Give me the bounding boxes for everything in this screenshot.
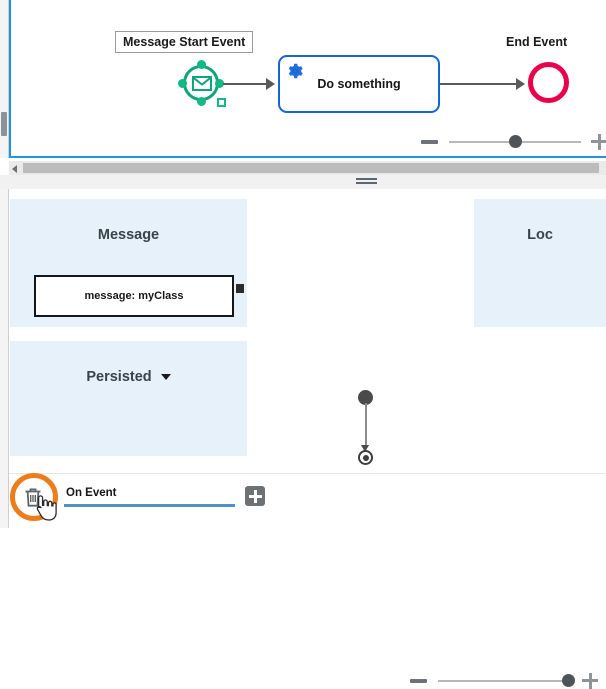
message-item-label: message: myClass (84, 290, 184, 302)
message-start-event-label: Message Start Event (115, 31, 254, 53)
on-event-field-underline[interactable] (64, 504, 235, 507)
on-event-field-label: On Event (66, 487, 117, 499)
bottom-toolbar: On Event (9, 473, 606, 529)
message-item-box[interactable]: message: myClass (34, 275, 234, 317)
zoom-slider-thumb[interactable] (509, 135, 522, 148)
hand-cursor-icon (36, 495, 57, 521)
selection-handle-left[interactable] (178, 78, 187, 88)
sequence-flow-arrowhead-2 (516, 78, 525, 90)
selection-handle-bottom[interactable] (196, 97, 206, 106)
scroll-left-arrow-icon[interactable] (12, 165, 17, 173)
sequence-flow-arrowhead-1 (266, 78, 275, 90)
envelope-icon (192, 76, 212, 91)
message-start-event-shape[interactable] (178, 60, 226, 107)
persisted-panel-title: Persisted (86, 369, 152, 385)
location-panel-title: Loc (527, 227, 553, 243)
delete-button-highlight-annotation (10, 473, 58, 521)
lower-vertical-scrollbar[interactable] (0, 189, 9, 528)
lower-zoom-control[interactable] (410, 673, 598, 689)
canvas-vertical-scrollbar[interactable] (0, 0, 9, 158)
canvas-vertical-scrollbar-thumb[interactable] (1, 112, 7, 136)
message-panel-title: Message (97, 227, 160, 243)
canvas-zoom-control[interactable] (421, 134, 606, 150)
resize-handle-square[interactable] (217, 98, 226, 107)
lower-zoom-slider-track[interactable] (438, 674, 575, 687)
state-final-node-dot (362, 454, 369, 461)
service-task-label: Do something (317, 77, 401, 91)
canvas-horizontal-scrollbar-thumb[interactable] (23, 163, 599, 173)
lower-zoom-in-button[interactable] (582, 673, 598, 689)
selection-handle-right[interactable] (215, 78, 224, 88)
zoom-in-button[interactable] (591, 134, 606, 150)
persisted-panel[interactable]: Persisted (10, 341, 247, 456)
zoom-slider-track[interactable] (449, 135, 581, 148)
location-panel[interactable]: Loc (474, 199, 606, 327)
splitter-grip-icon[interactable] (356, 178, 377, 185)
state-transition-arrowhead (361, 445, 369, 452)
sequence-flow-task-to-end (440, 83, 518, 85)
end-event-label: End Event (506, 35, 568, 49)
zoom-out-button[interactable] (421, 140, 438, 144)
lower-zoom-slider-thumb[interactable] (562, 674, 575, 687)
diagram-canvas[interactable]: Message Start Event (9, 0, 606, 158)
message-item-resize-handle[interactable] (236, 284, 244, 293)
selection-handle-top[interactable] (196, 60, 206, 69)
pane-splitter[interactable] (0, 175, 606, 190)
sequence-flow-start-to-task (223, 83, 267, 85)
diagram-pane: Message Start Event (0, 0, 606, 175)
lower-zoom-out-button[interactable] (410, 679, 427, 683)
message-panel[interactable]: Message message: myClass (10, 199, 247, 327)
state-transition-line (365, 403, 367, 449)
canvas-horizontal-scrollbar[interactable] (9, 161, 606, 175)
lower-pane: Message message: myClass Persisted Loc (0, 189, 606, 689)
chevron-down-icon[interactable] (160, 374, 171, 381)
state-initial-node[interactable] (358, 390, 373, 405)
gear-icon (288, 63, 303, 79)
service-task-shape[interactable]: Do something (278, 55, 440, 113)
end-event-shape[interactable] (528, 62, 569, 103)
add-button[interactable] (245, 486, 265, 506)
